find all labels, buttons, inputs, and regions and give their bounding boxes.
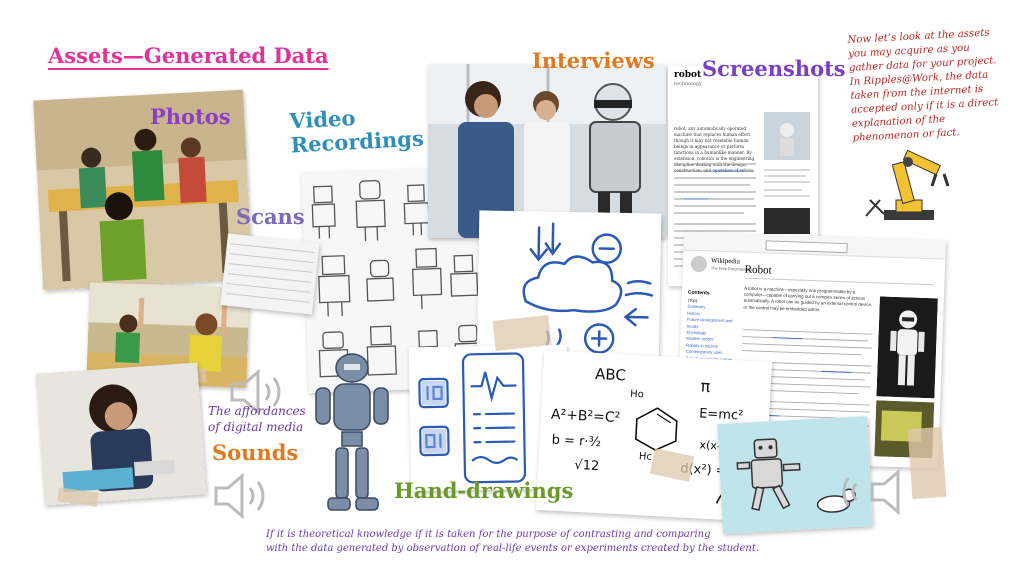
page-title: Assets—Generated Data <box>48 43 329 68</box>
wikipedia-site-name: Wikipedia <box>710 256 741 266</box>
formula-pythagoras: A²+B²=C² <box>550 406 621 427</box>
classroom-photo <box>33 89 253 291</box>
speaker-icon <box>214 472 265 520</box>
speaker-icon <box>230 368 281 416</box>
formula-sqrt: √12 <box>573 457 600 475</box>
wikipedia-logo-icon <box>690 255 708 273</box>
intro-note: Now let’s look at the assets you may acq… <box>847 27 999 144</box>
tape <box>492 315 552 351</box>
cartoon-robot-figure <box>315 353 389 511</box>
scans-label: Scans <box>236 204 305 229</box>
cartoon-robot-drawing <box>717 416 873 534</box>
interview-photo <box>428 64 666 238</box>
formula-b: b = r·³⁄₂ <box>551 432 602 451</box>
wikipedia-body: A robot is a machine—especially one prog… <box>743 285 873 312</box>
cloud-sketch <box>476 210 662 372</box>
robotics-student-photo <box>35 362 207 506</box>
encyclopedia-subtitle: technology <box>674 81 702 87</box>
interviews-label: Interviews <box>532 48 655 73</box>
speaker-icon <box>842 468 900 516</box>
wikipedia-toc-heading: Contents <box>687 289 710 297</box>
wikipedia-article-title: Robot <box>744 263 772 277</box>
footer-note: If it is theoretical knowledge if it is … <box>266 529 760 554</box>
video-recordings-label: Video Recordings <box>288 105 425 158</box>
app-sketch <box>408 344 570 492</box>
formula-abc: ABC <box>594 364 627 385</box>
sounds-label: Sounds <box>212 440 299 465</box>
photos-label: Photos <box>150 104 231 129</box>
robot-arm-illustration <box>865 149 950 220</box>
formula-pi: π <box>700 376 711 396</box>
formula-ho: Ho <box>629 388 645 401</box>
hand-drawings-label: Hand-drawings <box>394 478 574 503</box>
formula-emc: E=mc² <box>698 406 744 424</box>
screenshots-label: Screenshots <box>702 56 846 81</box>
tape <box>907 426 947 500</box>
affordances-note: The affordances of digital media <box>208 404 306 434</box>
encyclopedia-title: robot <box>674 70 702 80</box>
asimo-robot-image <box>876 296 938 399</box>
scan-pages-stack <box>220 233 320 315</box>
